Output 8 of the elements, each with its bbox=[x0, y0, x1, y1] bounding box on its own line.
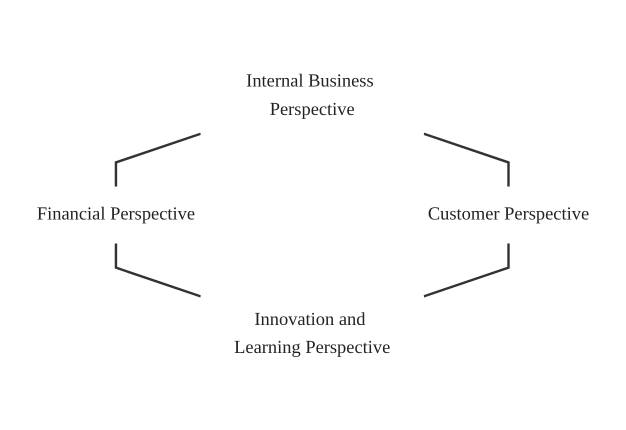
node-text: Financial Perspective bbox=[36, 204, 196, 224]
node-text: Innovation and Learning Perspective bbox=[234, 309, 390, 358]
node-text: Internal Business Perspective bbox=[246, 71, 374, 120]
connector bbox=[114, 132, 202, 187]
node-text: Customer Perspective bbox=[428, 204, 590, 224]
connector bbox=[423, 243, 510, 298]
connector bbox=[423, 132, 510, 187]
connector bbox=[114, 243, 202, 298]
